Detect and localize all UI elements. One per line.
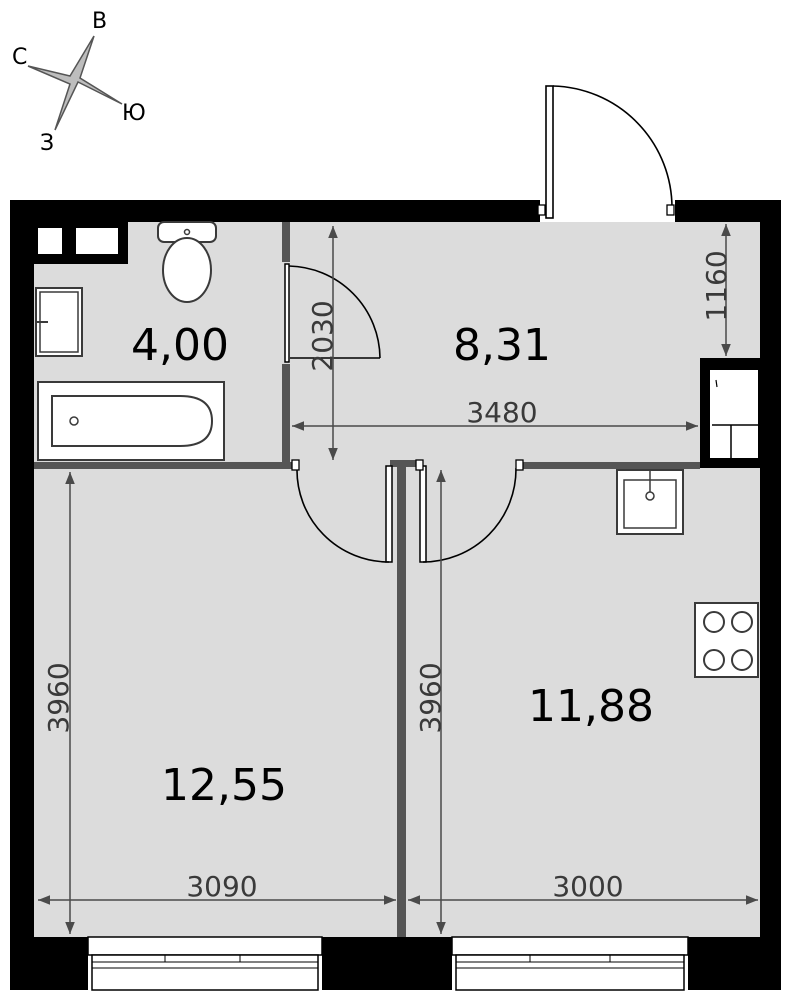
bathtub-icon (37, 381, 225, 461)
outer-walls (10, 200, 781, 990)
compass-east: В (92, 9, 107, 34)
room-area-hallway: 8,31 (453, 320, 551, 371)
toilet-icon (157, 221, 217, 303)
dim-hall-height: 2030 (306, 300, 339, 371)
compass-west: З (40, 131, 54, 156)
dim-entrance-depth: 1160 (700, 250, 733, 321)
room-area-bathroom: 4,00 (131, 320, 229, 371)
room-area-kitchen: 11,88 (528, 681, 654, 732)
dim-hall-width: 3480 (466, 396, 537, 429)
sink-icon (35, 287, 83, 357)
partitions (34, 222, 700, 937)
dim-bedroom-height: 3960 (42, 662, 75, 733)
window-bedroom (87, 936, 323, 991)
kitchen-sink-icon (616, 469, 684, 535)
entrance-door (537, 85, 675, 219)
window-kitchen (451, 936, 689, 991)
dim-bedroom-width: 3090 (186, 870, 257, 903)
dimension-lines (38, 224, 758, 934)
compass-rose: С В Ю З (12, 9, 146, 156)
dim-kitchen-width: 3000 (552, 870, 623, 903)
stove-icon (694, 602, 759, 678)
compass-north: С (12, 45, 27, 70)
compass-star-icon (27, 35, 123, 131)
bathroom-door (284, 263, 381, 363)
room-area-bedroom: 12,55 (161, 760, 287, 811)
bedroom-door (291, 459, 393, 563)
compass-south: Ю (122, 101, 146, 126)
bathroom-cabinet (34, 222, 128, 264)
dim-kitchen-height: 3960 (414, 662, 447, 733)
